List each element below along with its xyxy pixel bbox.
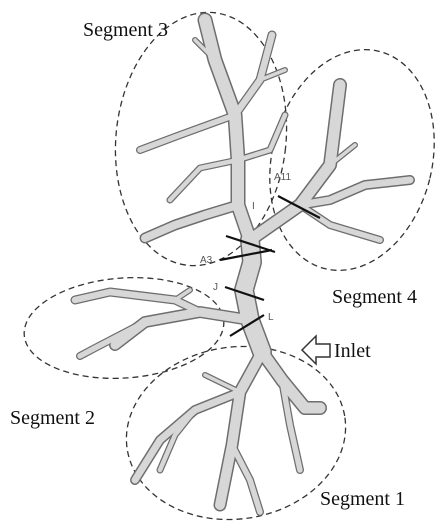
segment-1-label: Segment 1: [320, 488, 405, 510]
cut-label-i: I: [252, 201, 255, 212]
vessel-fill: [75, 20, 410, 512]
segment-2-ellipse: [21, 271, 227, 385]
inlet-label: Inlet: [334, 340, 371, 362]
cut-label-l: L: [268, 312, 274, 323]
hollow-left-arrow-icon: [302, 336, 330, 364]
vessel-tree: [75, 20, 410, 512]
segment-3-label: Segment 3: [83, 19, 168, 41]
cut-label-a11: A11: [274, 172, 291, 183]
cut-label-a3: A3: [200, 255, 213, 266]
segment-4-label: Segment 4: [332, 286, 417, 308]
cut-label-j: J: [213, 282, 218, 293]
segment-2-label: Segment 2: [10, 407, 95, 429]
